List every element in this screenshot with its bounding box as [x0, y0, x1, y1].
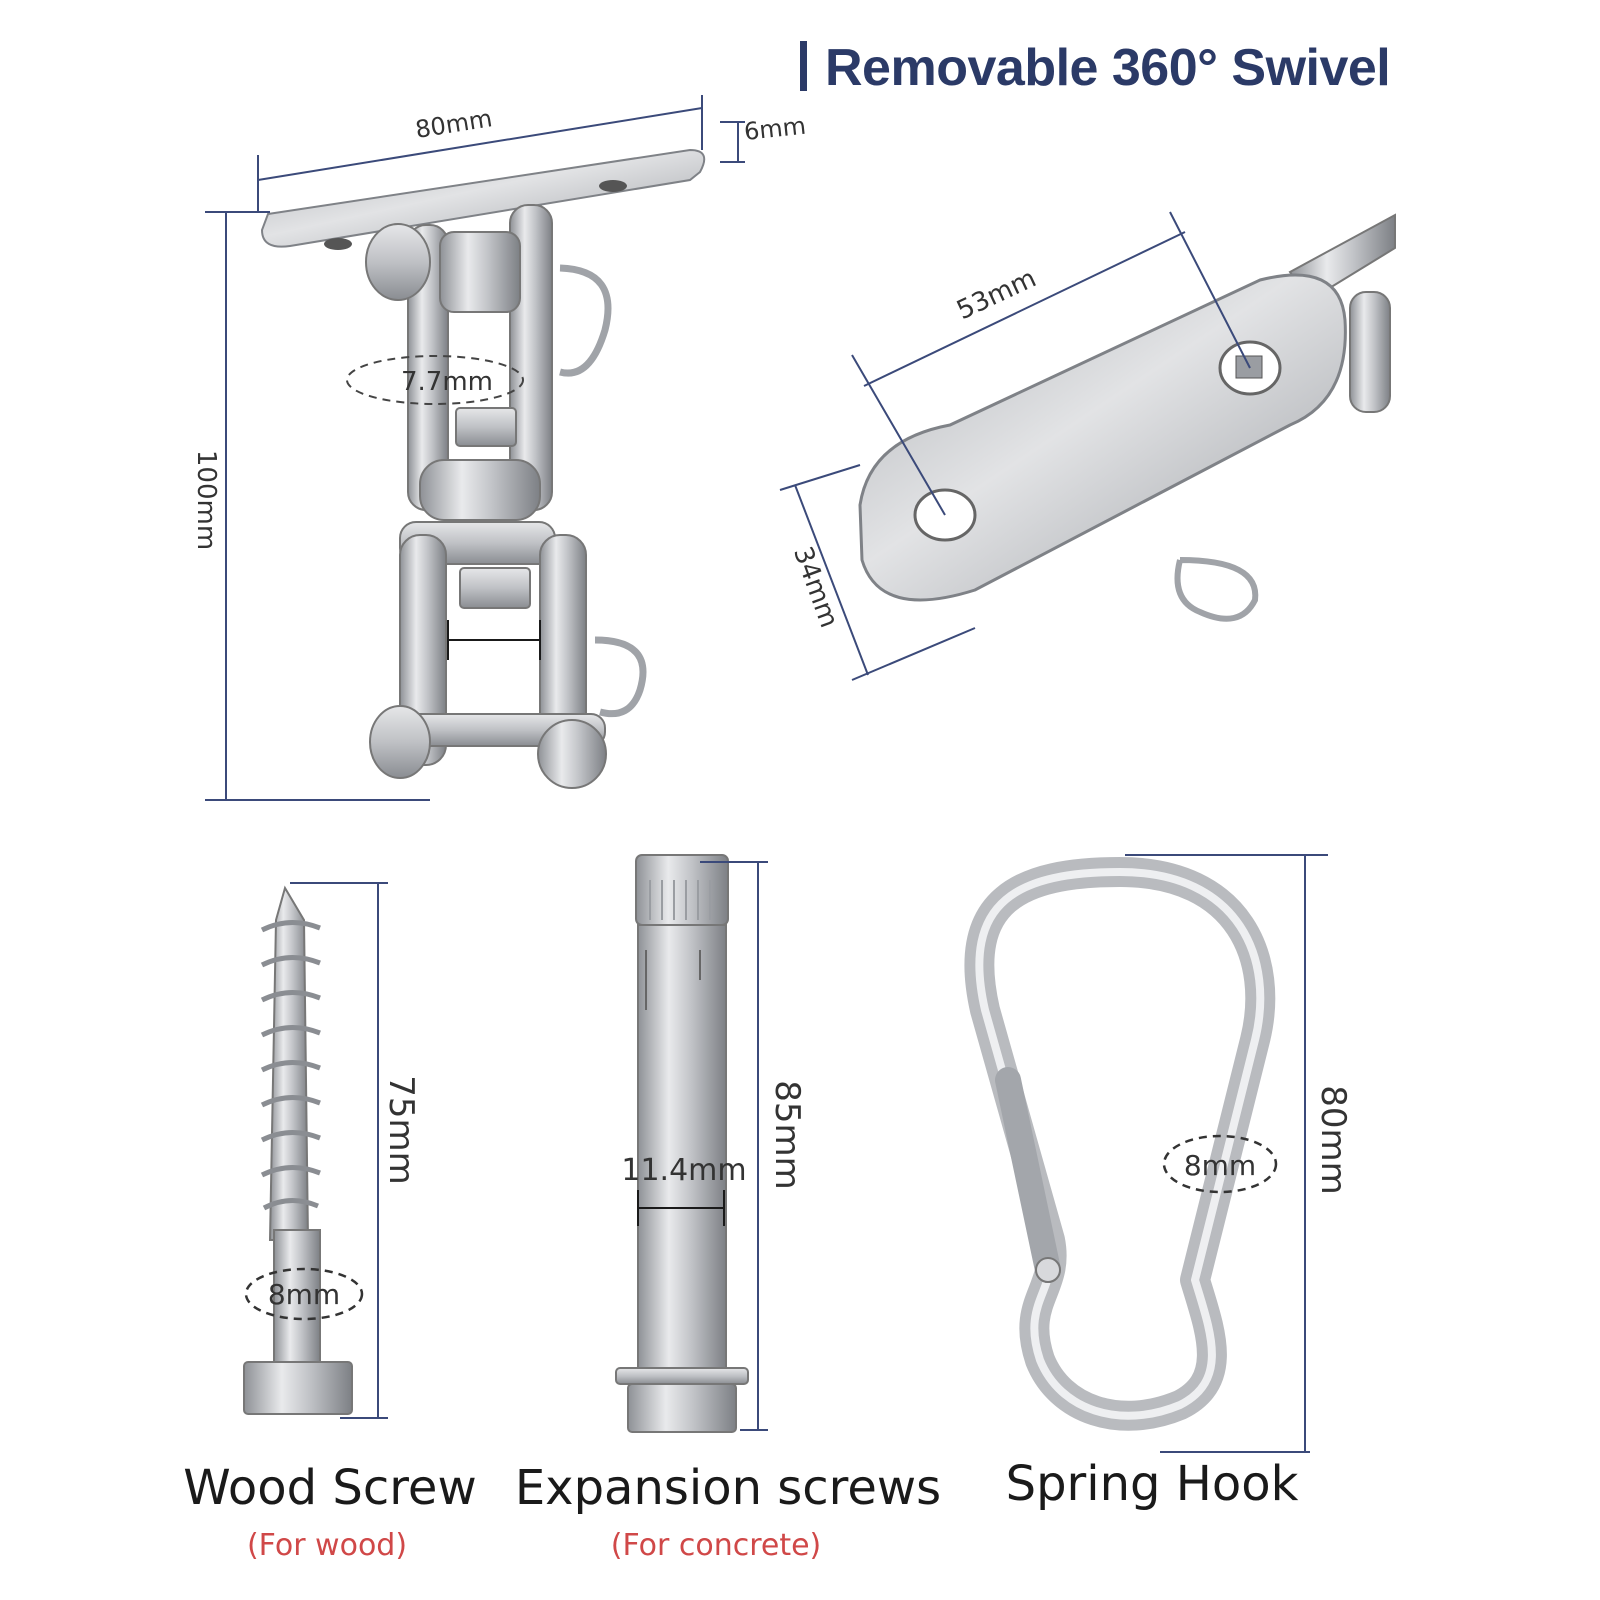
wood-screw: 8mm 75mm	[243, 882, 421, 1419]
expansion-screw: 11.4mm 85mm	[615, 854, 807, 1433]
swivel-hanger: 80mm 6mm 100mm 7.7mm	[191, 95, 808, 801]
dim-label-pin-diameter: 7.7mm	[401, 367, 493, 397]
dim-expansion-length: 85mm	[700, 861, 807, 1431]
dim-label-spring-hook-diameter: 8mm	[1184, 1149, 1256, 1182]
dim-label-total-height: 100mm	[191, 450, 221, 550]
subcaption-expansion-screws: (For concrete)	[610, 1528, 822, 1563]
dim-spring-hook-length: 80mm	[1125, 854, 1353, 1453]
dim-label-spring-hook-length: 80mm	[1313, 1085, 1353, 1195]
mounting-plate	[260, 148, 706, 250]
dim-label-wood-screw-length: 75mm	[381, 1075, 421, 1185]
page-title: Removable 360° Swivel	[800, 38, 1391, 98]
dim-label-wood-screw-diameter: 8mm	[268, 1278, 340, 1311]
dim-label-hole-spacing: 53mm	[952, 263, 1041, 326]
subcaption-wood-screw: (For wood)	[246, 1528, 408, 1563]
upper-bracket	[365, 204, 612, 521]
dim-label-expansion-length: 85mm	[767, 1080, 807, 1190]
dim-total-height: 100mm	[191, 211, 430, 801]
caption-spring-hook: Spring Hook	[1005, 1456, 1299, 1512]
screw-threads	[260, 920, 321, 1211]
title-text: Removable 360° Swivel	[825, 39, 1391, 97]
dim-label-expansion-diameter: 11.4mm	[621, 1153, 746, 1188]
knurl	[649, 880, 711, 920]
dim-label-plate-thickness: 6mm	[743, 112, 808, 146]
dim-pin-diameter: 7.7mm	[346, 355, 524, 405]
dim-expansion-diameter: 11.4mm	[621, 1153, 747, 1226]
dim-label-plate-width: 34mm	[787, 543, 844, 632]
caption-expansion-screws: Expansion screws	[514, 1460, 942, 1516]
caption-wood-screw: Wood Screw	[183, 1460, 477, 1516]
dim-label-plate-length: 80mm	[413, 104, 494, 144]
dim-wood-screw-length: 75mm	[290, 882, 421, 1419]
dim-plate-thickness: 6mm	[720, 112, 808, 163]
plate-closeup: 53mm 34mm	[779, 211, 1396, 681]
spring-hook: 8mm 80mm	[964, 854, 1353, 1453]
title-bar	[800, 41, 807, 91]
lower-shackle	[369, 521, 647, 789]
